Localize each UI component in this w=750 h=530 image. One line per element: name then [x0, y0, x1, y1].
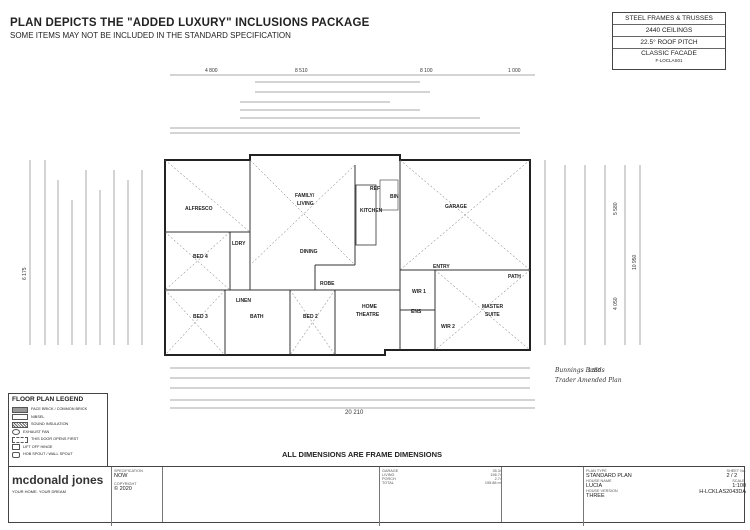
exhaust-fan-icon: [12, 429, 20, 435]
plan-heading: PLAN DEPICTS THE "ADDED LUXURY" INCLUSIO…: [10, 17, 370, 29]
handwritten-note-1: Bunnings Builds: [554, 367, 605, 374]
handwritten-note-2: Trader Amended Plan: [555, 377, 622, 384]
room-dining: DINING: [300, 249, 318, 255]
hinge-icon: [12, 444, 20, 450]
house-version: THREE: [586, 493, 605, 499]
room-ldry: LDRY: [232, 241, 246, 247]
room-kitchen: KITCHEN: [360, 208, 383, 214]
legend-item: LIFT OFF HINGE: [12, 444, 104, 450]
spec-box: STEEL FRAMES & TRUSSES 2440 CEILINGS 22.…: [612, 12, 726, 70]
legend-item: SOUND INSULATION: [12, 421, 104, 428]
room-garage: GARAGE: [445, 204, 468, 210]
top-dim-2: 8 510: [295, 68, 308, 74]
room-suite: SUITE: [485, 312, 500, 318]
room-path: PATH: [508, 274, 521, 280]
room-family: FAMILY/: [295, 193, 315, 199]
house-name: LUCIA: [586, 483, 603, 489]
room-entry: ENTRY: [433, 264, 450, 270]
room-living: LIVING: [297, 201, 314, 207]
room-master: MASTER: [482, 304, 504, 310]
scale: 1:100: [732, 483, 746, 489]
left-total-dim: 6 175: [22, 267, 28, 280]
spec-col: SPECIFICATION NOW COPYRIGHT © 2020: [111, 467, 164, 526]
legend-item: THIS DOOR OPENS FIRST: [12, 436, 104, 443]
top-dim-1: 4 800: [205, 68, 218, 74]
title-block: mcdonald jones YOUR HOME. YOUR DREAM SPE…: [8, 466, 748, 526]
legend-item: EXHAUST FAN: [12, 429, 104, 435]
margin-note: [728, 20, 736, 110]
brand-logo: mcdonald jones YOUR HOME. YOUR DREAM: [12, 473, 103, 494]
door-icon: [12, 436, 28, 443]
room-theatre: THEATRE: [356, 312, 380, 318]
bottom-total-dim: 20 210: [345, 410, 364, 416]
spec-row-facade: CLASSIC FACADE: [641, 50, 697, 57]
brand-tagline: YOUR HOME. YOUR DREAM: [12, 489, 66, 494]
frame-dimensions-heading: ALL DIMENSIONS ARE FRAME DIMENSIONS: [282, 450, 443, 459]
room-bed4: BED 4: [193, 254, 208, 260]
nibsel-swatch-icon: [12, 414, 28, 420]
insulation-swatch-icon: [12, 421, 28, 428]
legend-item: FACE BRICK / COMMON BRICK: [12, 406, 104, 413]
plan-code: H-LCKLAS2043DA: [699, 489, 746, 495]
room-bath: BATH: [250, 314, 264, 320]
spec-row-pitch: 22.5° ROOF PITCH: [613, 37, 725, 49]
right-dim-1: 5 580: [613, 202, 619, 215]
spec-code: F-LOCLAS01: [655, 58, 683, 63]
sheet-number: 2 / 2: [726, 473, 738, 479]
sizes-col: [501, 467, 582, 522]
spec-row-ceilings: 2440 CEILINGS: [613, 25, 725, 37]
legend-item: HOB SPOUT / WALL SPOUT: [12, 451, 104, 458]
legend-title: FLOOR PLAN LEGEND: [12, 396, 84, 403]
plan-type: STANDARD PLAN: [586, 473, 632, 479]
top-dim-3: 8 100: [420, 68, 433, 74]
right-dim-2: 4 050: [613, 297, 619, 310]
room-bin: BIN: [390, 194, 399, 200]
spec-row-frames: STEEL FRAMES & TRUSSES: [613, 13, 725, 25]
notes-col: [162, 467, 378, 522]
room-wir2: WIR 2: [441, 324, 455, 330]
floor-plan-drawing: 4 800 8 510 8 100 1 000 6 175 10 950 5 5…: [22, 68, 641, 416]
room-linen: LINEN: [236, 298, 251, 304]
room-ref: REF: [370, 186, 380, 192]
room-bed2: BED 2: [303, 314, 318, 320]
right-dim-3: 1 550: [588, 368, 601, 374]
room-ens: ENS: [411, 309, 422, 315]
room-robe: ROBE: [320, 281, 335, 287]
right-total-dim: 10 950: [632, 254, 638, 270]
room-bed3: BED 3: [193, 314, 208, 320]
brick-swatch-icon: [12, 406, 28, 413]
room-wir1: WIR 1: [412, 289, 426, 295]
room-alfresco: ALFRESCO: [185, 206, 213, 212]
brand-name: mcdonald jones: [12, 473, 104, 487]
spout-icon: [12, 451, 20, 458]
plan-subheading: SOME ITEMS MAY NOT BE INCLUDED IN THE ST…: [10, 31, 291, 40]
top-dim-4: 1 000: [508, 68, 521, 74]
legend-item: NIBSEL: [12, 414, 104, 420]
floor-plan-legend: FLOOR PLAN LEGEND FACE BRICK / COMMON BR…: [8, 393, 108, 467]
room-home: HOME: [362, 304, 378, 310]
